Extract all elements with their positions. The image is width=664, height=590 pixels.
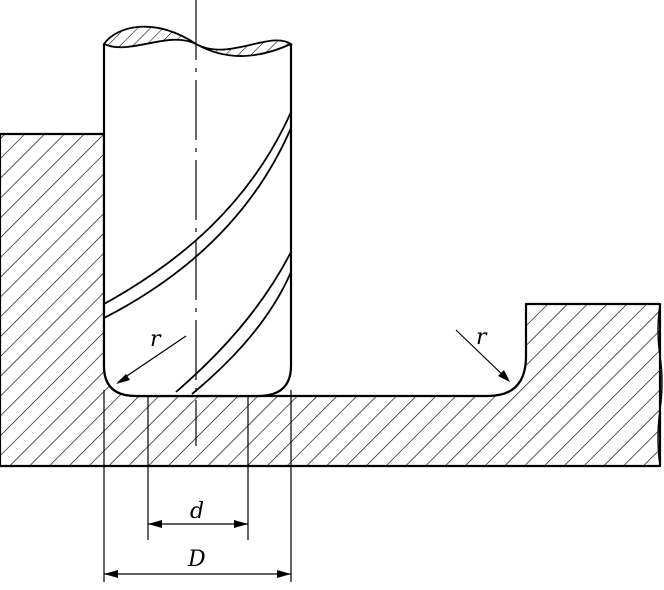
extension-lines — [103, 390, 292, 582]
dimension-D: D — [104, 547, 291, 578]
end-mill-shank-section — [102, 25, 293, 57]
left-radius-label: r — [150, 327, 162, 352]
workpiece-break-line — [657, 303, 663, 467]
right-radius-label: r — [476, 325, 488, 350]
small-diameter-label: d — [190, 499, 204, 524]
workpiece-section — [0, 132, 662, 468]
end-mill-body — [102, 44, 293, 398]
left-radius-leader: r — [116, 327, 187, 384]
right-radius-leader: r — [455, 325, 510, 382]
dimension-d: d — [148, 499, 248, 528]
helical-flutes — [103, 111, 292, 395]
large-diameter-label: D — [187, 547, 206, 572]
